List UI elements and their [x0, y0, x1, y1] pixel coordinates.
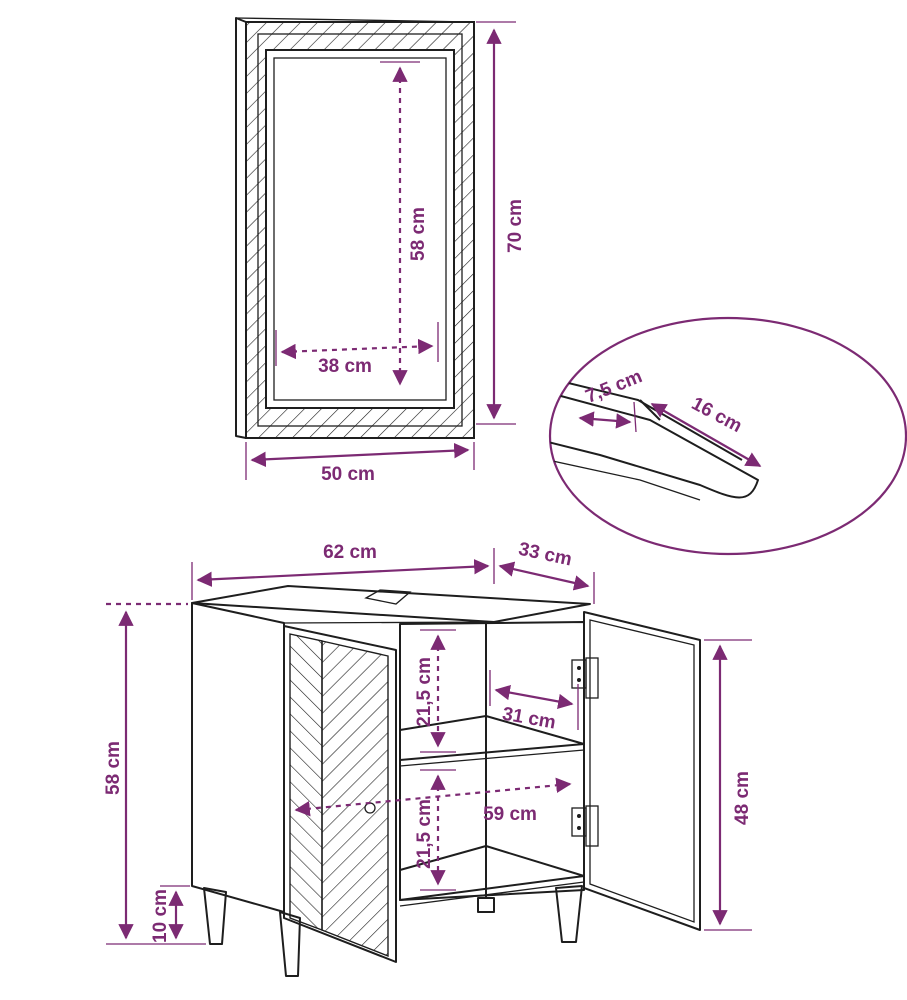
top-shelf-height-label: 21,5 cm	[414, 657, 435, 727]
mirror-inner-width-label: 38 cm	[318, 356, 372, 377]
door-height-label: 48 cm	[732, 771, 753, 825]
cabinet-dim-depth: 33 cm	[498, 539, 595, 604]
mirror-dim-inner-height: 58 cm	[380, 61, 429, 386]
interior-width-label: 59 cm	[483, 804, 537, 825]
bottom-shelf-height-label: 21,5 cm	[414, 799, 435, 869]
cabinet-dim-leg-height: 10 cm	[150, 885, 190, 943]
cabinet-dim-top-shelf-height: 21,5 cm	[414, 629, 456, 753]
cabinet-dim-bottom-shelf-height: 21,5 cm	[414, 769, 456, 891]
cabinet-depth-label: 33 cm	[517, 539, 574, 571]
cabinet-height-label: 58 cm	[103, 741, 124, 795]
mirror-outer-height-label: 70 cm	[505, 199, 526, 253]
cabinet-dim-door-height: 48 cm	[704, 639, 753, 931]
cabinet-width-label: 62 cm	[323, 542, 377, 563]
cabinet	[191, 585, 701, 977]
cabinet-dim-interior-width: 59 cm	[294, 777, 572, 825]
cabinet-dim-width: 62 cm	[191, 542, 495, 600]
mirror-dim-inner-width: 38 cm	[275, 322, 439, 377]
mirror-dim-outer-width: 50 cm	[245, 442, 475, 485]
cabinet-dim-total-height: 58 cm	[103, 602, 206, 945]
cabinet-dim-shelf-depth: 31 cm	[489, 670, 579, 734]
mirror-outer-width-label: 50 cm	[321, 464, 375, 485]
shelf-depth-label: 31 cm	[501, 704, 558, 734]
mirror-dim-outer-height: 70 cm	[476, 21, 526, 425]
detail-callout: 7,5 cm 16 cm	[548, 316, 907, 556]
leg-height-label: 10 cm	[150, 889, 171, 943]
mirror-inner-height-label: 58 cm	[408, 207, 429, 261]
